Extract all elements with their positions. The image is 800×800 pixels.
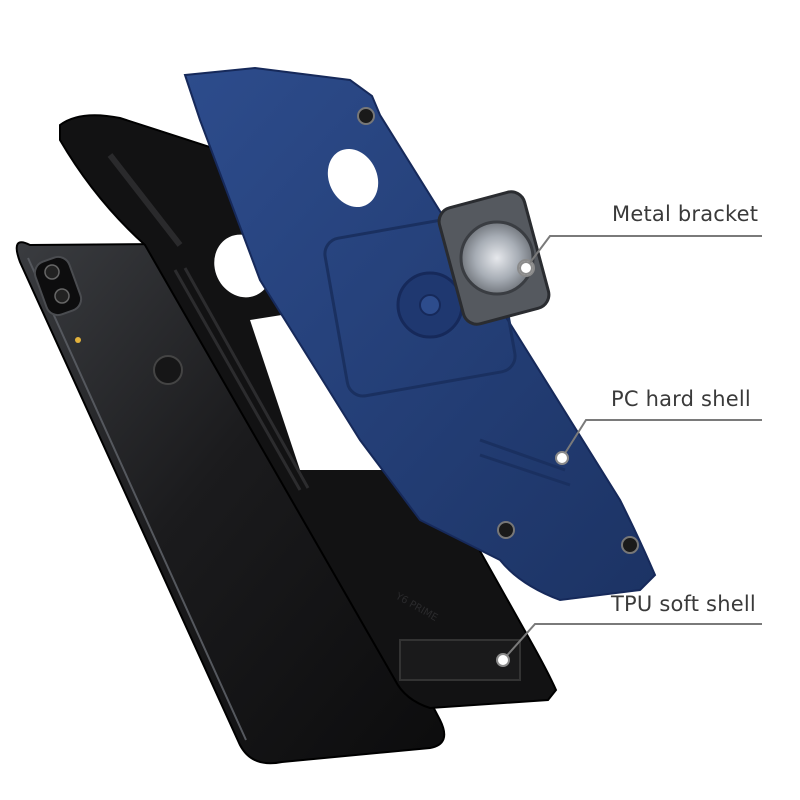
fingerprint-icon <box>153 355 183 385</box>
pc-hard-shell-label: PC hard shell <box>611 387 751 411</box>
phone-body <box>15 241 446 765</box>
metal-bracket-label: Metal bracket <box>612 202 759 226</box>
camera-icon <box>33 255 83 343</box>
callout-dots <box>496 261 569 667</box>
tpu-soft-shell-label: TPU soft shell <box>611 592 756 616</box>
pc-hard-shell <box>183 66 657 602</box>
tpu-grip-texture <box>173 267 310 491</box>
callout-lines <box>502 235 762 661</box>
